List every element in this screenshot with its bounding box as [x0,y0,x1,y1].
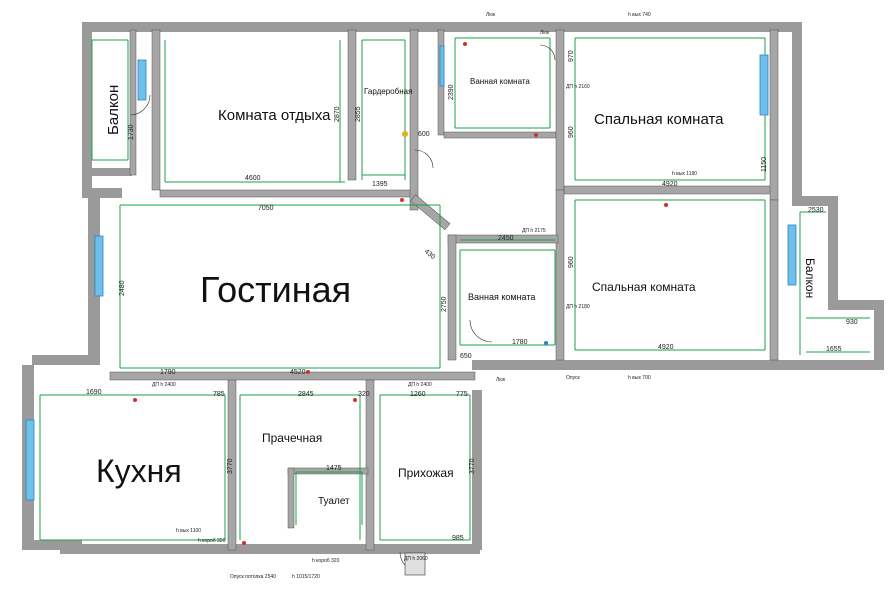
room-label-wardrobe: Гардеробная [364,87,412,96]
room-label-balcony-right: Балкон [803,258,817,298]
dim-label: 2480 [119,280,126,296]
tech-note: h 1015/1720 [292,574,320,580]
inner-walls [109,29,779,551]
tech-note: h вых 1190 [672,171,697,177]
room-label-laundry: Прачечная [262,431,322,445]
dim-label: 960 [568,126,575,138]
dim-label: 4520 [290,369,306,376]
dim-label: 1790 [160,369,176,376]
dim-label: 985 [452,535,464,542]
tech-note: Люк [496,377,506,383]
dim-label: 7050 [258,205,274,212]
tech-note: ДП h 2400 [152,382,176,388]
dim-label: 1150 [761,157,768,172]
tech-note: Люк [540,30,550,36]
dim-label: 1395 [372,181,388,188]
room-label-bathroom-top: Ванная комната [470,77,530,86]
tech-note: ДП h 2060 [404,556,428,562]
dim-label: 1655 [826,346,842,353]
tech-note: ДП h 2160 [566,84,590,90]
tech-note: ДП h 2400 [408,382,432,388]
room-label-toilet: Туалет [318,496,350,507]
dim-label: 785 [213,391,225,398]
dim-label: 3770 [469,458,476,474]
tech-note: h вых 700 [628,375,651,381]
tech-note: h вых 740 [628,12,651,18]
doors [129,44,556,576]
dim-label: 775 [456,391,468,398]
room-label-bedroom-mid: Спальная комната [592,280,696,294]
dim-label: 600 [418,131,430,138]
dim-label: 2530 [808,207,824,214]
dim-label: 4920 [662,181,678,188]
dim-label: 2390 [448,84,455,100]
tech-note: h короб 320 [312,558,340,564]
tech-note: ДП h 2180 [566,304,590,310]
dimension-lines [39,37,870,541]
tech-note: Люк [486,12,496,18]
tech-note: h короб 320 [198,538,226,544]
dim-label: 4600 [245,175,261,182]
tech-note: Опуск [566,375,581,381]
windows [25,45,797,501]
room-label-bedroom-top: Спальная комната [594,111,724,128]
tech-note: ДП h 2175 [522,228,546,234]
dim-label: 1730 [128,124,135,140]
dim-label: 2855 [355,106,362,122]
room-label-hallway: Прихожая [398,466,454,480]
room-label-balcony-left: Балкон [105,85,122,135]
dim-label: 320 [358,391,370,398]
dim-label: 2750 [441,296,448,312]
dim-label: 650 [460,353,472,360]
dim-label: 930 [846,319,858,326]
tech-note: Опуск потолка 2540 [230,574,276,580]
dim-label: 1780 [512,339,528,346]
dim-label: 1475 [326,465,342,472]
fixture-markers [133,42,668,545]
dim-label: 1260 [410,391,426,398]
dim-label: 430 [423,248,437,261]
dim-label: 2845 [298,391,314,398]
dim-label: 4920 [658,344,674,351]
dim-label: 3770 [227,458,234,474]
room-label-kitchen: Кухня [96,453,182,489]
room-label-bathroom-mid: Ванная комната [468,292,535,302]
dim-label: 2870 [334,106,341,122]
dim-label: 960 [568,256,575,268]
room-label-living: Гостиная [200,269,351,310]
dim-label: 2450 [498,235,514,242]
room-label-rest: Комната отдыха [218,107,331,124]
tech-note: h вых 1100 [176,528,201,534]
dim-label: 1690 [86,389,102,396]
dim-label: 970 [568,50,575,62]
